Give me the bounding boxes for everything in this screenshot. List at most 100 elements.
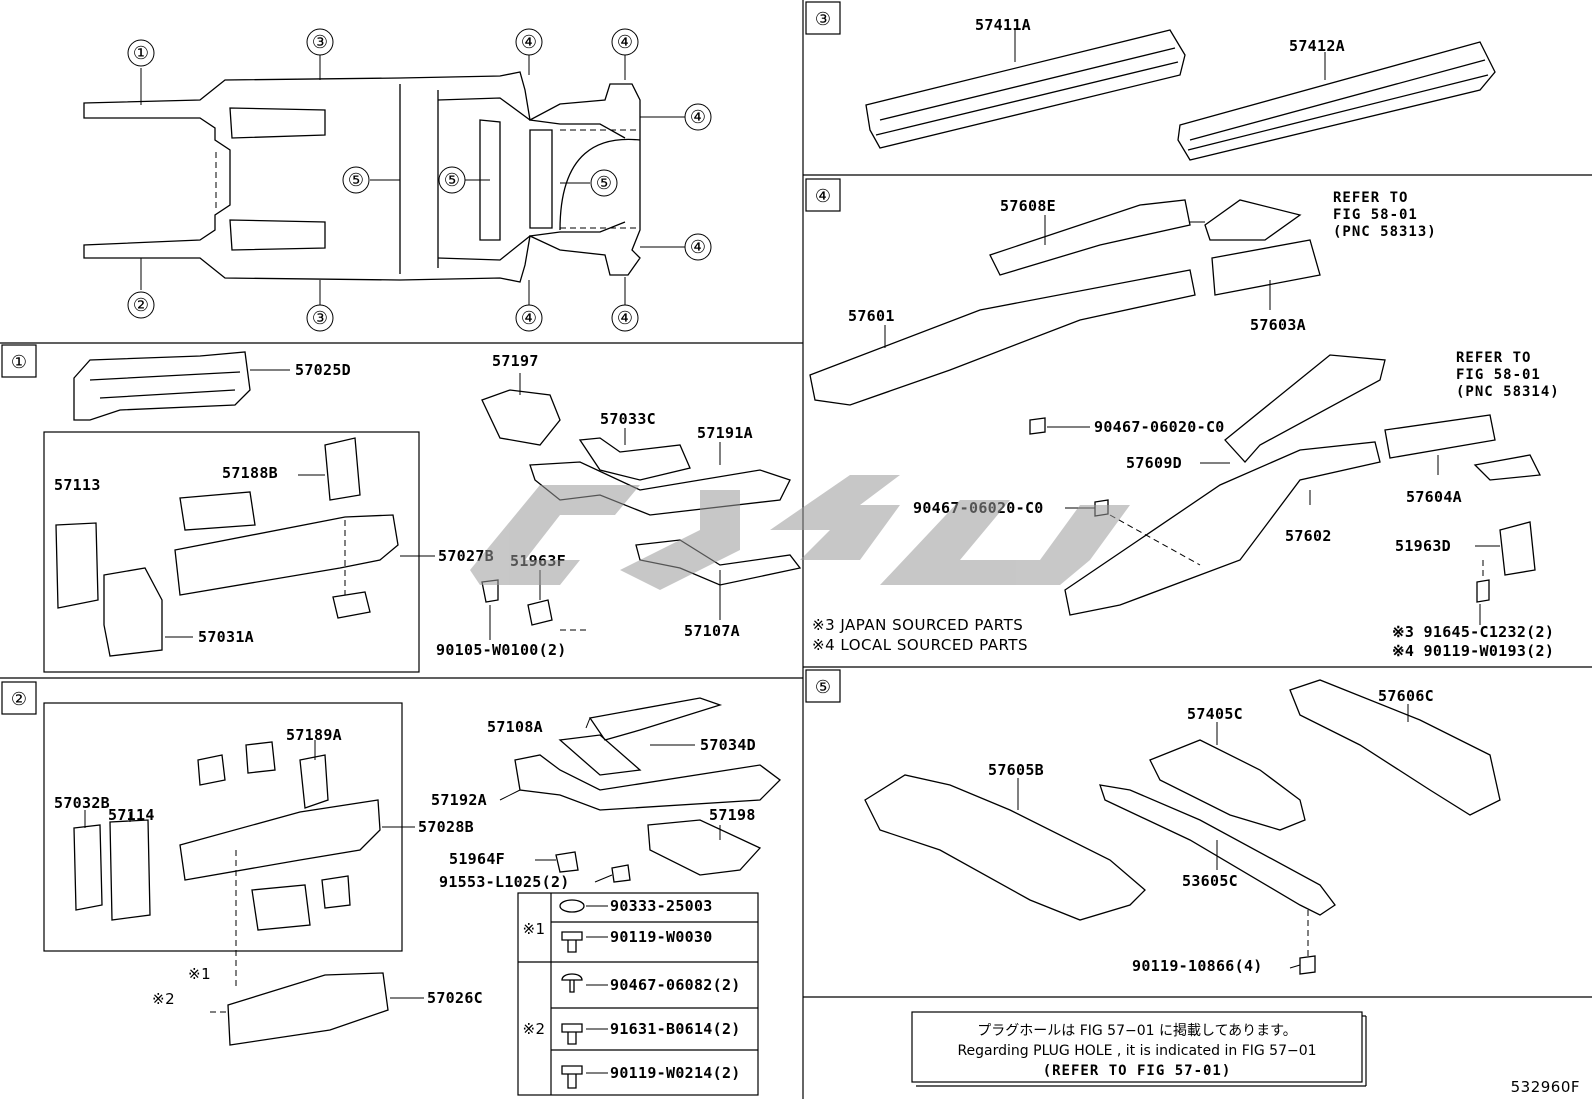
label-57114: 57114 [108, 806, 155, 824]
label-57198: 57198 [709, 806, 756, 824]
part-57411A [865, 29, 1186, 149]
label-57191A: 57191A [697, 424, 753, 442]
callout-1: ① [133, 43, 149, 64]
label-91645-C1232: ※3 91645-C1232(2) [1392, 623, 1554, 641]
section-1-labels: 57025D 57113 57188B 57027B 57031A 57197 … [54, 352, 753, 659]
label-90119-10866: 90119-10866(4) [1132, 957, 1263, 975]
refer-text: REFER TO [1333, 190, 1408, 206]
refer-text: FIG 58-01 [1456, 367, 1541, 383]
overview-diagram: ① ② ③ ③ ④ ④ ④ ④ ④ ④ ⑤ ⑤ ⑤ [83, 28, 712, 332]
note-japan-sourced: ※3 JAPAN SOURCED PARTS [812, 616, 1023, 634]
label-57609D: 57609D [1126, 454, 1182, 472]
refer-text: (PNC 58314) [1456, 384, 1560, 400]
notebox-english: Regarding PLUG HOLE , it is indicated in… [957, 1043, 1316, 1059]
callout-4: ④ [617, 32, 633, 53]
label-90119-W0193: ※4 90119-W0193(2) [1392, 642, 1554, 660]
section-1-parts [55, 351, 802, 657]
callout-4: ④ [690, 107, 706, 128]
label-57113: 57113 [54, 476, 101, 494]
label-90105-W0100: 90105-W0100(2) [436, 641, 567, 659]
label-57405C: 57405C [1187, 705, 1243, 723]
refer-text: REFER TO [1456, 350, 1531, 366]
label-57033C: 57033C [600, 410, 656, 428]
clip-icon [561, 973, 583, 993]
section-5-parts [864, 679, 1501, 975]
notebox-japanese: プラグホールは FIG 57−01 に掲載してあります。 [977, 1023, 1297, 1039]
label-57034D: 57034D [700, 736, 756, 754]
section-3-tag: ③ [815, 9, 831, 30]
table-row-90333-25003: 90333-25003 [610, 897, 713, 915]
callout-3: ③ [312, 32, 328, 53]
refer-text: (PNC 58313) [1333, 224, 1437, 240]
label-53605C: 53605C [1182, 872, 1238, 890]
callout-5: ⑤ [596, 173, 612, 194]
notebox-refer: (REFER TO FIG 57-01) [1043, 1063, 1232, 1079]
label-57603A: 57603A [1250, 316, 1306, 334]
table-row-91631-B0614: 91631-B0614(2) [610, 1020, 741, 1038]
table-group-2-label: ※2 [522, 1020, 545, 1038]
callout-2: ② [133, 295, 149, 316]
mark-x1: ※1 [188, 965, 211, 983]
label-90467-06020-C0: 90467-06020-C0 [1094, 418, 1225, 436]
label-57189A: 57189A [286, 726, 342, 744]
label-51963D: 51963D [1395, 537, 1451, 555]
label-51964F: 51964F [449, 850, 505, 868]
section-5: ⑤ 57605B 57405C 57606C 53605C 90119-1086… [805, 669, 1501, 1087]
label-57031A: 57031A [198, 628, 254, 646]
mark-x2: ※2 [152, 990, 175, 1008]
section-5-leaders [1017, 704, 1409, 969]
bolt-icon [561, 931, 583, 953]
section-4-parts [809, 199, 1542, 616]
label-57412A: 57412A [1289, 37, 1345, 55]
section-4-leaders [884, 215, 1500, 625]
overview-callouts: ① ② ③ ③ ④ ④ ④ ④ ④ ④ ⑤ ⑤ ⑤ [127, 28, 712, 332]
section-4-tag: ④ [815, 186, 831, 207]
label-57107A: 57107A [684, 622, 740, 640]
label-57197: 57197 [492, 352, 539, 370]
callout-4: ④ [617, 308, 633, 329]
section-1: ① [1, 344, 802, 659]
label-57601: 57601 [848, 307, 895, 325]
note-local-sourced: ※4 LOCAL SOURCED PARTS [812, 636, 1028, 654]
label-57025D: 57025D [295, 361, 351, 379]
callout-4: ④ [521, 308, 537, 329]
section-4-labels: 57608E 57601 57603A 90467-06020-C0 57609… [812, 190, 1560, 660]
callout-4: ④ [521, 32, 537, 53]
figure-code: 532960F [1511, 1078, 1580, 1096]
table-row-90119-W0030: 90119-W0030 [610, 928, 713, 946]
label-57026C: 57026C [427, 989, 483, 1007]
label-57032B: 57032B [54, 794, 110, 812]
section-5-tag: ⑤ [815, 677, 831, 698]
fastener-table: ※1 ※2 90333-25003 90119-W0030 90467-0608… [517, 892, 759, 1096]
washer-icon [559, 899, 585, 913]
label-57608E: 57608E [1000, 197, 1056, 215]
callout-3: ③ [312, 308, 328, 329]
section-1-tag: ① [11, 352, 27, 373]
section-2-parts [73, 697, 781, 1046]
section-3: ③ 57411A 57412A [805, 1, 1496, 161]
refer-text: FIG 58-01 [1333, 207, 1418, 223]
label-57108A: 57108A [487, 718, 543, 736]
overview-leaders [140, 55, 685, 305]
table-row-90467-06082: 90467-06082(2) [610, 976, 741, 994]
callout-4: ④ [690, 237, 706, 258]
plug-hole-notebox: プラグホールは FIG 57−01 に掲載してあります。 Regarding P… [911, 1011, 1367, 1087]
overview-frame-outline [83, 71, 641, 283]
label-57605B: 57605B [988, 761, 1044, 779]
label-57606C: 57606C [1378, 687, 1434, 705]
label-57192A: 57192A [431, 791, 487, 809]
label-57602: 57602 [1285, 527, 1332, 545]
label-57028B: 57028B [418, 818, 474, 836]
label-57188B: 57188B [222, 464, 278, 482]
callout-5: ⑤ [444, 170, 460, 191]
part-57412A [1177, 41, 1496, 161]
bolt-icon [561, 1023, 583, 1045]
table-group-1-label: ※1 [522, 920, 545, 938]
label-57604A: 57604A [1406, 488, 1462, 506]
label-57411A: 57411A [975, 16, 1031, 34]
label-91553-L1025: 91553-L1025(2) [439, 873, 570, 891]
section-5-labels: 57605B 57405C 57606C 53605C 90119-10866(… [988, 687, 1434, 975]
